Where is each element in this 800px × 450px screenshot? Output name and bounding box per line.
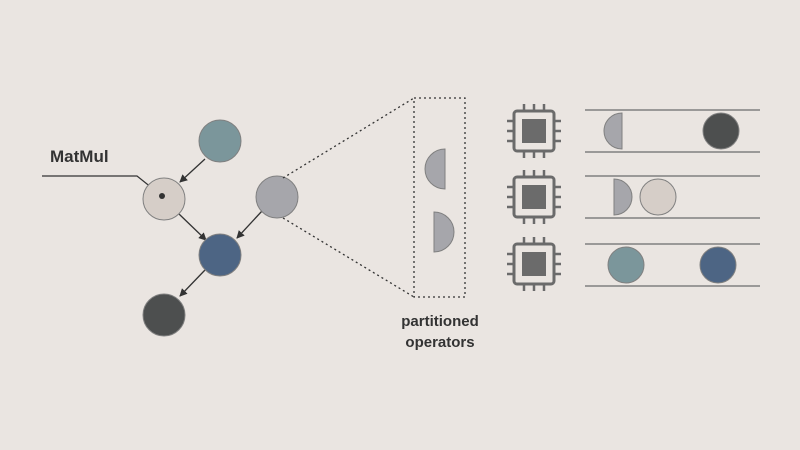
node-dark: [142, 293, 186, 337]
edge-gray-to-blue: [236, 210, 263, 239]
partition-box: [413, 97, 466, 298]
matmul-label: MatMul: [50, 147, 109, 166]
half-circle-icon: [424, 148, 446, 190]
zoom-line-bottom: [282, 217, 415, 298]
lane-3: [585, 243, 760, 287]
op-blue: [699, 246, 737, 284]
cpu-chip-icon: [507, 237, 561, 291]
edge-matmul-to-blue: [178, 213, 207, 241]
half-circle-icon: [433, 211, 455, 253]
node-gray: [255, 175, 299, 219]
op-dark: [702, 112, 740, 150]
edge-teal-to-matmul: [179, 158, 206, 183]
node-matmul: [142, 177, 186, 221]
half-circle-icon: [603, 112, 623, 150]
cpu-chip-icon: [507, 104, 561, 158]
partitioned-label-line2: operators: [405, 334, 474, 351]
partitioned-label-line1: partitioned: [401, 313, 479, 330]
matmul-dot: [159, 193, 165, 199]
lane-1: [585, 109, 760, 153]
node-teal: [198, 119, 242, 163]
zoom-line-top: [282, 97, 415, 179]
half-circle-icon: [613, 178, 633, 216]
op-beige: [639, 178, 677, 216]
edge-blue-to-dark: [179, 269, 206, 297]
node-blue: [198, 233, 242, 277]
lane-2: [585, 175, 760, 219]
op-teal: [607, 246, 645, 284]
cpu-chip-icon: [507, 170, 561, 224]
